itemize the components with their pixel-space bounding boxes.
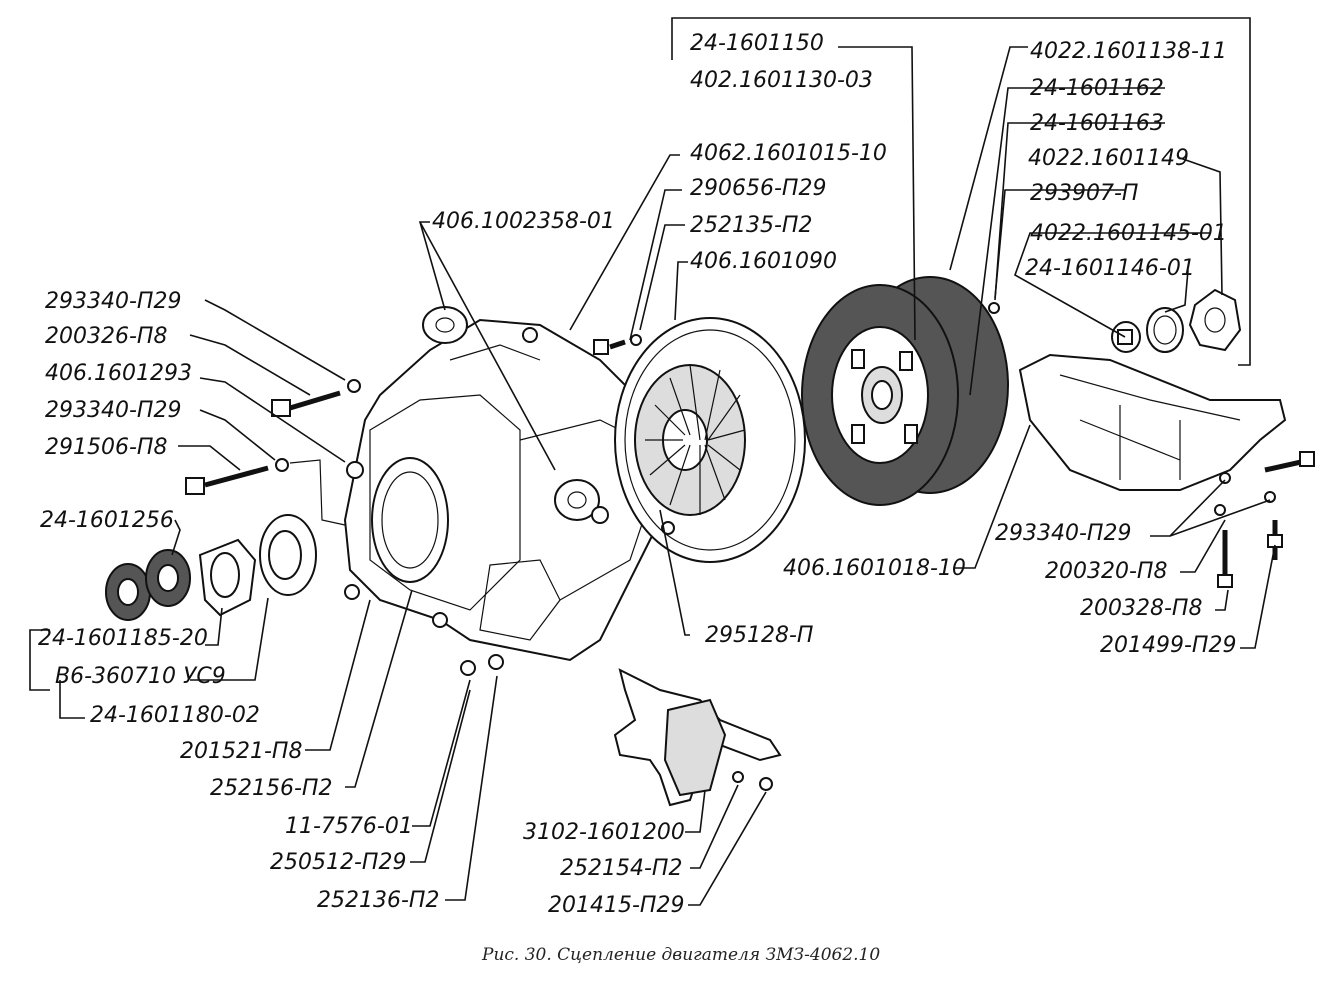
release-bearings: [105, 514, 317, 621]
label-v6-360710: В6-360710 УС9: [55, 664, 226, 689]
label-200320-p8: 200320-П8: [1045, 559, 1167, 584]
label-24-1601150: 24-1601150: [690, 31, 824, 56]
label-252135-p2: 252135-П2: [690, 213, 812, 238]
figure-caption: Рис. 30. Сцепление двигателя ЗМЗ-4062.10: [481, 945, 880, 965]
label-201499-p29: 201499-П29: [1100, 633, 1236, 658]
label-252156-p2: 252156-П2: [210, 776, 332, 801]
label-293340-p29-mid: 293340-П29: [45, 398, 181, 423]
label-24-1601163: 24-1601163: [1030, 111, 1164, 136]
label-24-1601180-02: 24-1601180-02: [90, 703, 260, 728]
label-24-1601185-20: 24-1601185-20: [38, 626, 208, 651]
label-252154-p2: 252154-П2: [560, 856, 682, 881]
label-402-1601130-03: 402.1601130-03: [690, 68, 873, 93]
label-252136-p2: 252136-П2: [317, 888, 439, 913]
label-291506-p8: 291506-П8: [45, 435, 167, 460]
label-250512-p29: 250512-П29: [270, 850, 406, 875]
label-4022-1601138-11: 4022.1601138-11: [1030, 39, 1227, 64]
label-4022-1601149: 4022.1601149: [1028, 146, 1189, 171]
label-4062-1601015-10: 4062.1601015-10: [690, 141, 887, 166]
label-406-1601018-10: 406.1601018-10: [783, 556, 966, 581]
label-293340-p29-right: 293340-П29: [995, 521, 1131, 546]
label-3102-1601200: 3102-1601200: [523, 820, 685, 845]
label-290656-p29: 290656-П29: [690, 176, 826, 201]
washer-parts: [988, 288, 1242, 353]
label-293907-p: 293907-П: [1030, 181, 1138, 206]
pressure-plate: [614, 317, 806, 563]
release-fork: [613, 668, 782, 807]
label-11-7576-01: 11-7576-01: [285, 814, 413, 839]
clutch-cover-plate: [1018, 353, 1287, 491]
label-293340-p29-top: 293340-П29: [45, 289, 181, 314]
label-4022-1601145-01: 4022.1601145-01: [1030, 221, 1227, 246]
label-295128-p: 295128-П: [705, 623, 813, 648]
label-201521-p8: 201521-П8: [180, 739, 302, 764]
label-406-1002358-01: 406.1002358-01: [432, 209, 615, 234]
leader-lines: [29, 17, 1276, 906]
part-labels: 24-1601150 402.1601130-03 4022.1601138-1…: [38, 31, 1236, 918]
label-406-1601293: 406.1601293: [45, 361, 192, 386]
label-24-1601162: 24-1601162: [1030, 76, 1164, 101]
label-200326-p8: 200326-П8: [45, 324, 167, 349]
label-24-1601256: 24-1601256: [40, 508, 174, 533]
label-200328-p8: 200328-П8: [1080, 596, 1202, 621]
label-24-1601146-01: 24-1601146-01: [1025, 256, 1195, 281]
label-406-1601090: 406.1601090: [690, 249, 837, 274]
clutch-housing: [343, 306, 661, 662]
clutch-disc: [801, 276, 1009, 506]
bolts: [185, 334, 1315, 791]
label-201415-p29: 201415-П29: [548, 893, 684, 918]
